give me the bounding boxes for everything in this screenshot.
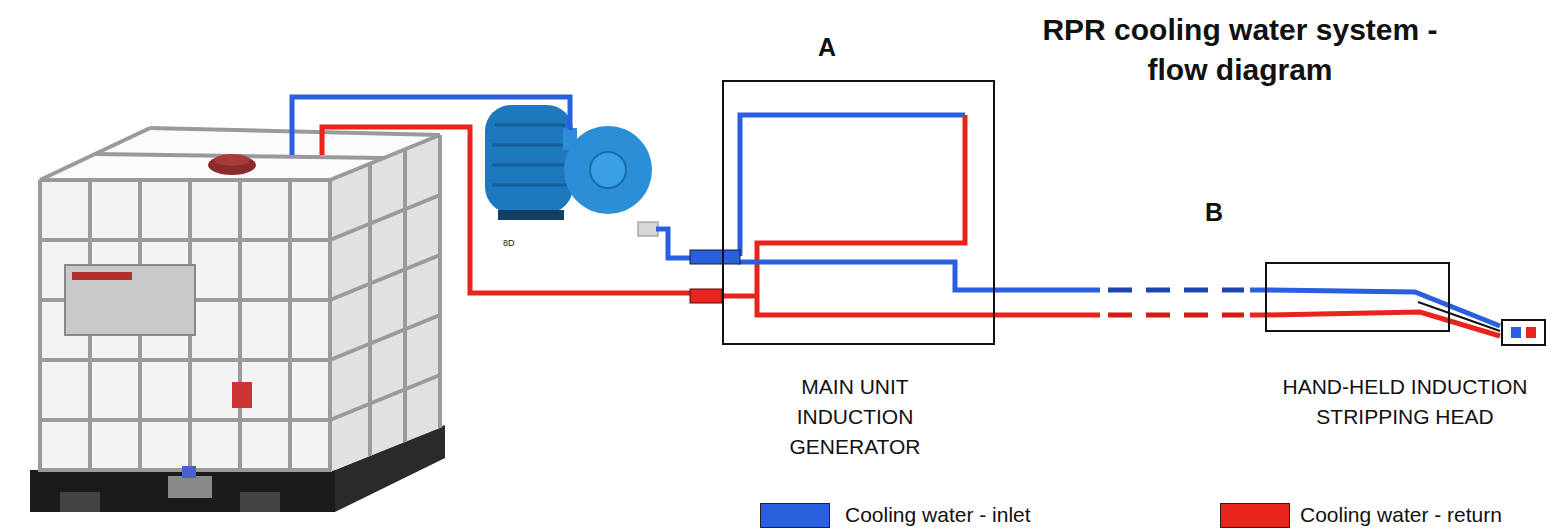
unit-label: HAND-HELD INDUCTION STRIPPING HEAD <box>1260 372 1550 432</box>
tip-inlet <box>1511 327 1521 338</box>
head-tip <box>1502 320 1545 345</box>
section-letter: A <box>818 33 836 62</box>
return-connector <box>690 289 722 303</box>
diagram-title: RPR cooling water system - flow diagram <box>1025 10 1455 90</box>
stripping-head-box: HAND-HELD INDUCTION STRIPPING HEAD <box>1265 262 1450 332</box>
hose-segment <box>1108 288 1244 293</box>
hose-segment <box>995 313 1100 318</box>
hose-segment <box>995 288 1100 293</box>
tip-return <box>1526 327 1536 338</box>
legend-swatch <box>760 503 830 528</box>
internal-pipes <box>722 115 995 315</box>
hose-connector <box>995 315 1265 316</box>
hose-segment <box>1250 313 1265 318</box>
generator-box: MAIN UNIT INDUCTION GENERATOR <box>722 80 995 345</box>
hose-segment <box>1108 313 1244 318</box>
supply-pipes <box>292 97 690 293</box>
section-letter: B <box>1205 198 1223 227</box>
head-pipes <box>1265 290 1500 336</box>
legend-text: Cooling water - return <box>1300 502 1502 528</box>
hose-connector <box>995 290 1265 291</box>
inlet-connector <box>690 250 740 264</box>
model-mark: 8D <box>503 238 515 248</box>
hose-segment <box>1250 288 1265 293</box>
legend-text: Cooling water - inlet <box>845 502 1031 528</box>
unit-label: MAIN UNIT INDUCTION GENERATOR <box>768 372 943 462</box>
ibc-tank <box>30 128 445 512</box>
legend-swatch <box>1220 503 1290 528</box>
